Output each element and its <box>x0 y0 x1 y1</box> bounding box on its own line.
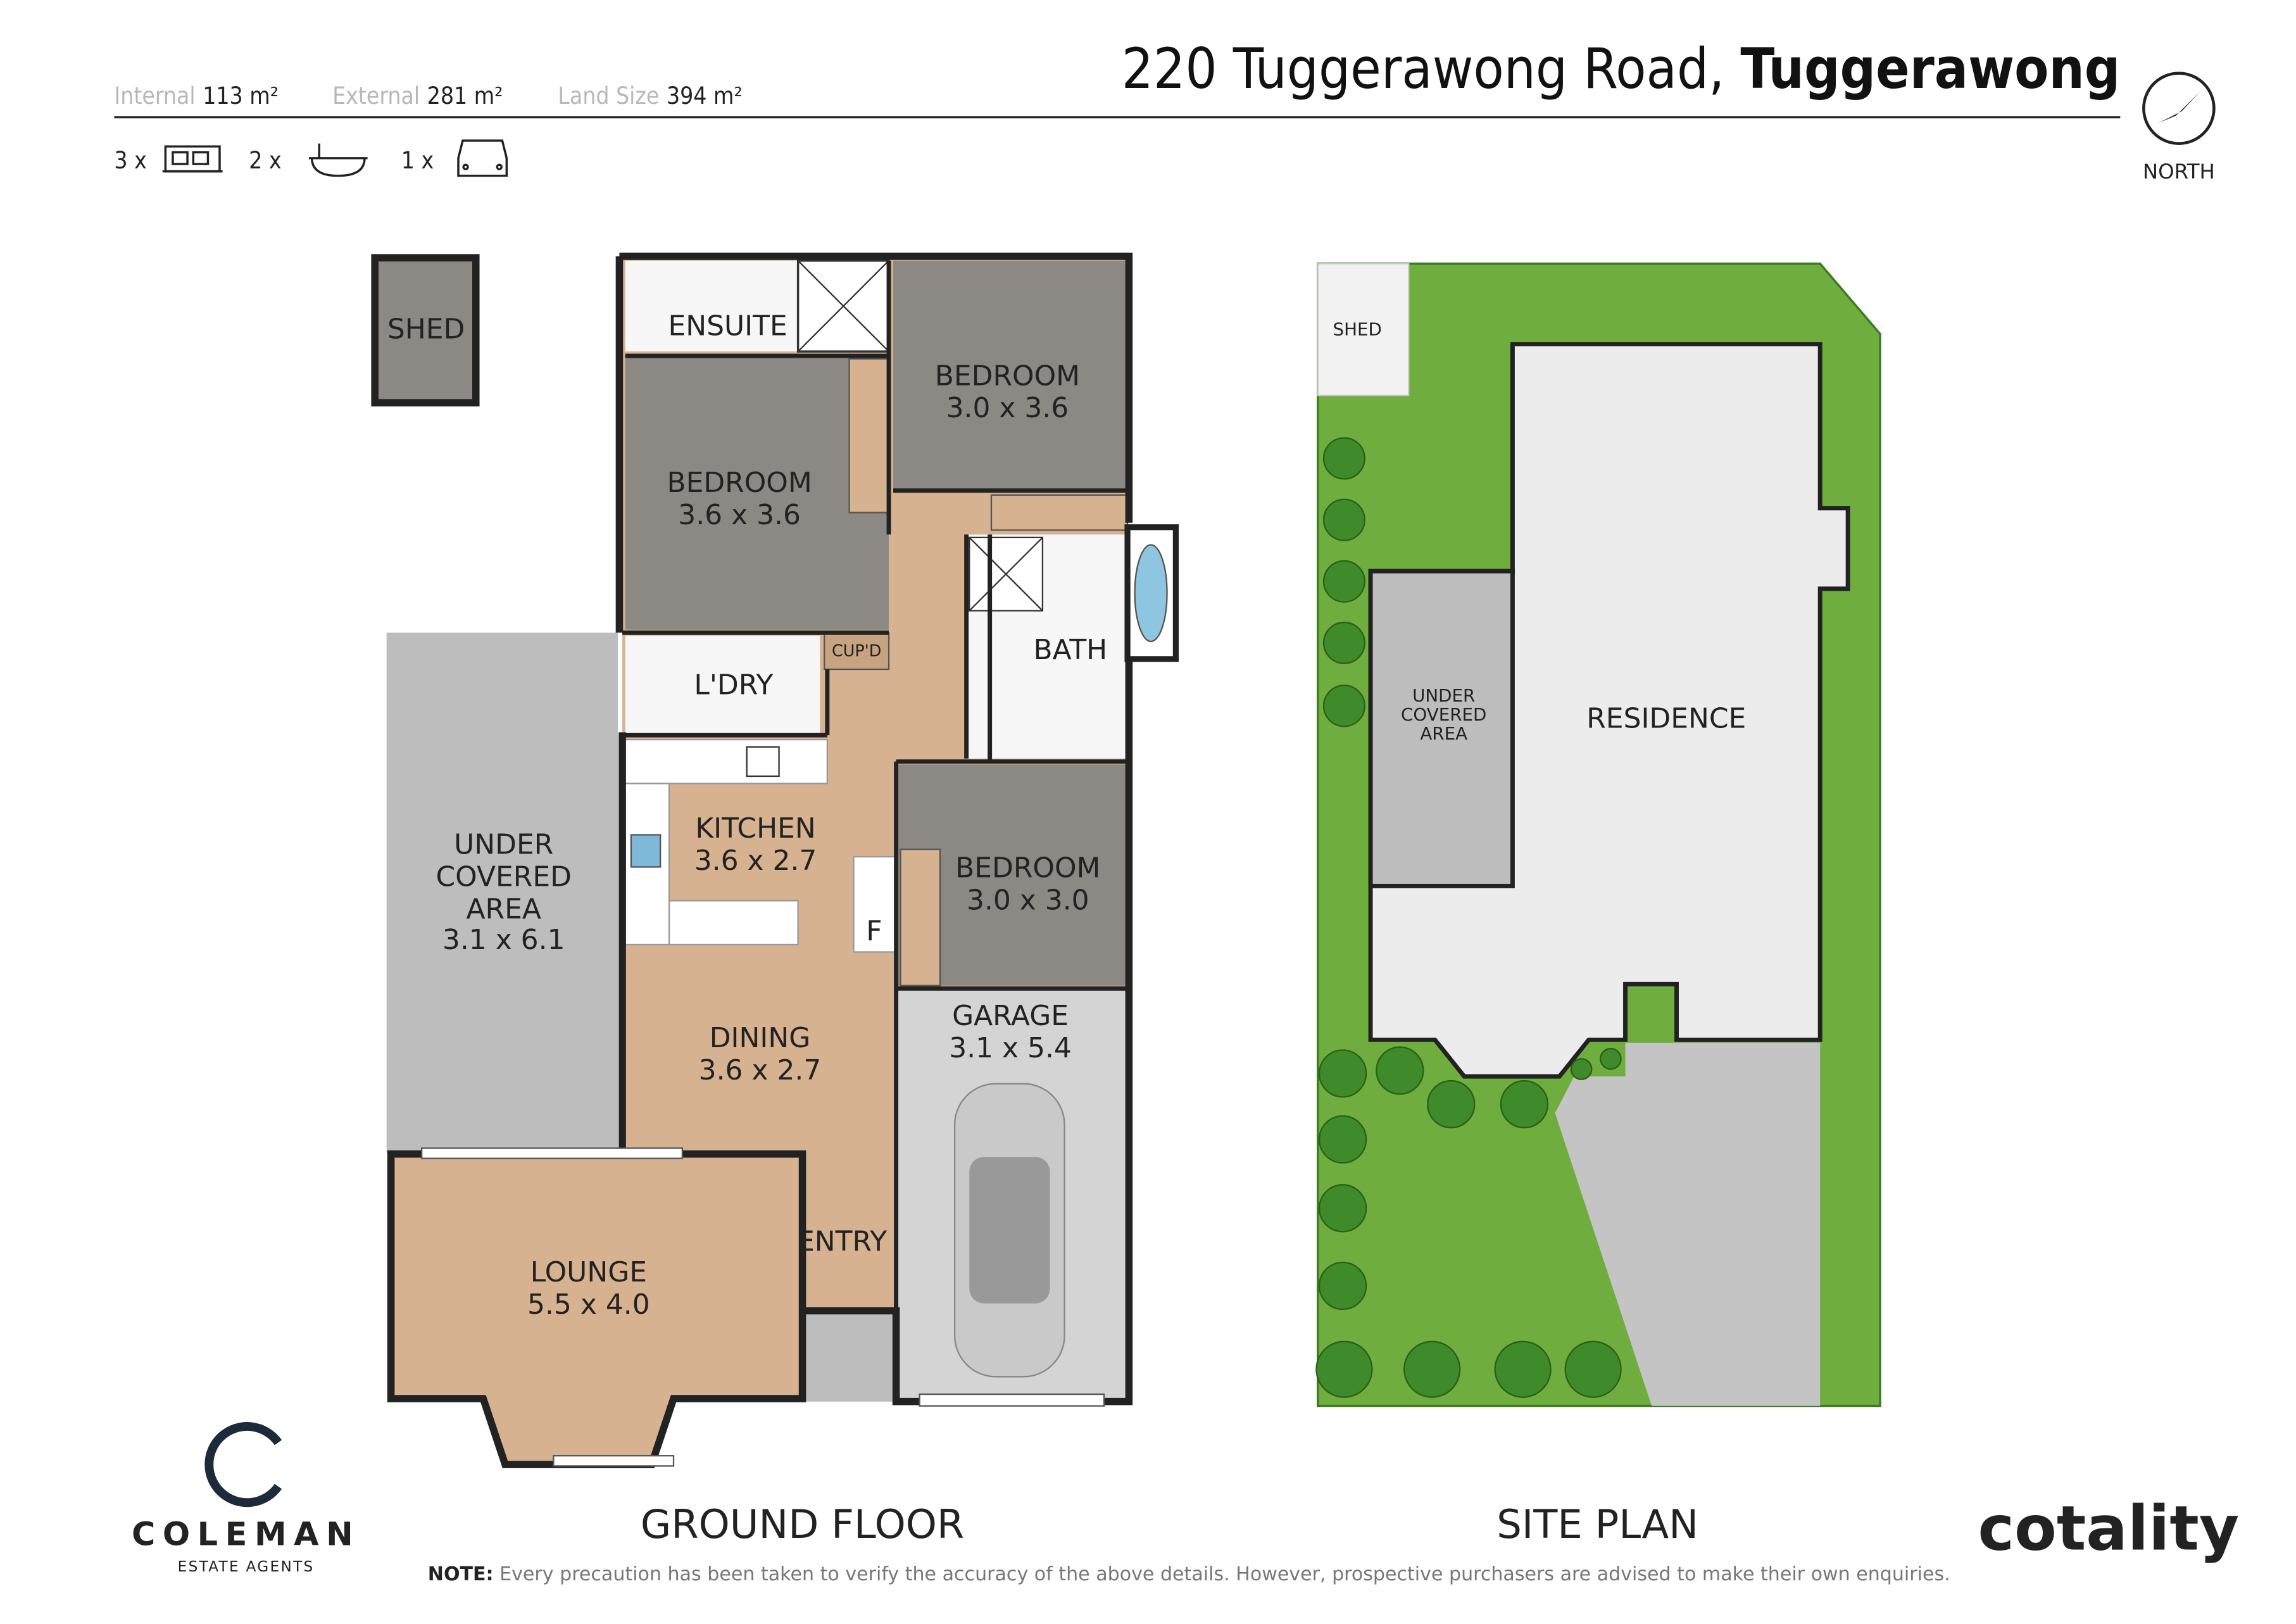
room-cupboard <box>824 632 890 670</box>
label-bedroom-2: BEDROOM <box>935 360 1080 392</box>
coleman-logo-icon <box>204 1422 282 1508</box>
label-under-covered-2: COVERED <box>436 860 571 893</box>
label-garage: GARAGE <box>952 1000 1069 1032</box>
room-under-covered-area <box>386 633 618 1153</box>
room-bedroom-1 <box>625 356 889 630</box>
ground-floor-plan: SHED ENSUITE BEDROOM 3.6 x 3.6 BEDROOM 3… <box>371 253 1179 1547</box>
label-garage-size: 3.1 x 5.4 <box>949 1032 1072 1064</box>
label-bedroom-3: BEDROOM <box>955 852 1100 884</box>
disclaimer-note: NOTE: Every precaution has been taken to… <box>428 1563 1950 1585</box>
north-compass: NORTH <box>2142 72 2216 184</box>
label-entry: ENTRY <box>797 1225 887 1257</box>
agency-subtitle: ESTATE AGENTS <box>178 1559 315 1575</box>
site-residence <box>1368 342 1850 1079</box>
site-label-residence: RESIDENCE <box>1586 703 1746 735</box>
bed-count: 3 x <box>114 147 146 174</box>
bed-icon <box>162 145 223 173</box>
label-bedroom-1-size: 3.6 x 3.6 <box>678 499 801 531</box>
label-under-covered-1: UNDER <box>454 829 553 861</box>
bath-count: 2 x <box>249 147 281 174</box>
site-label-uca-1: UNDER <box>1412 685 1475 706</box>
room-laundry <box>625 635 820 736</box>
label-kitchen-size: 3.6 x 2.7 <box>694 845 817 877</box>
label-laundry: L'DRY <box>694 669 773 701</box>
label-dining: DINING <box>710 1022 811 1054</box>
ground-floor-title: GROUND FLOOR <box>641 1501 964 1547</box>
label-bedroom-2-size: 3.0 x 3.6 <box>946 392 1069 424</box>
label-ensuite: ENSUITE <box>668 310 787 343</box>
label-bedroom-3-size: 3.0 x 3.0 <box>967 884 1089 916</box>
label-kitchen: KITCHEN <box>695 812 815 845</box>
label-lounge: LOUNGE <box>530 1256 647 1288</box>
porch <box>802 1311 893 1402</box>
property-address: 220 Tuggerawong Road, Tuggerawong <box>1122 36 2121 101</box>
site-trees <box>1315 437 1622 1398</box>
label-bedroom-1: BEDROOM <box>667 467 812 499</box>
label-under-covered-size: 3.1 x 6.1 <box>442 924 565 956</box>
car-illustration <box>953 1083 1065 1378</box>
label-cupboard: CUP'D <box>832 641 881 660</box>
site-plan-title: SITE PLAN <box>1496 1501 1698 1547</box>
label-dining-size: 3.6 x 2.7 <box>699 1054 822 1086</box>
label-bath: BATH <box>1034 634 1108 666</box>
compass-label: NORTH <box>2143 160 2215 184</box>
bath-icon <box>309 143 368 177</box>
car-icon <box>457 139 508 177</box>
label-fridge: F <box>866 915 882 947</box>
car-count: 1 x <box>401 147 434 174</box>
site-label-uca-3: AREA <box>1420 723 1467 744</box>
label-lounge-size: 5.5 x 4.0 <box>527 1288 650 1321</box>
agency-logo: COLEMAN ESTATE AGENTS <box>132 1422 360 1575</box>
site-under-covered-area <box>1368 569 1515 888</box>
site-plan: SHED UNDER COVERED AREA RESIDENCE SITE P… <box>1315 262 1881 1547</box>
site-driveway <box>1555 1042 1821 1406</box>
agency-name: COLEMAN <box>132 1515 360 1552</box>
cotality-watermark: cotality <box>1978 1492 2240 1564</box>
label-under-covered-3: AREA <box>467 893 541 925</box>
site-label-shed: SHED <box>1333 319 1382 340</box>
feature-counts: 3 x 2 x 1 x <box>114 139 508 177</box>
compass-icon <box>2142 72 2216 145</box>
room-bedroom-2 <box>893 260 1128 491</box>
site-shed <box>1317 263 1410 396</box>
site-label-uca-2: COVERED <box>1401 704 1486 725</box>
label-shed: SHED <box>387 313 465 345</box>
room-shed <box>371 254 480 406</box>
